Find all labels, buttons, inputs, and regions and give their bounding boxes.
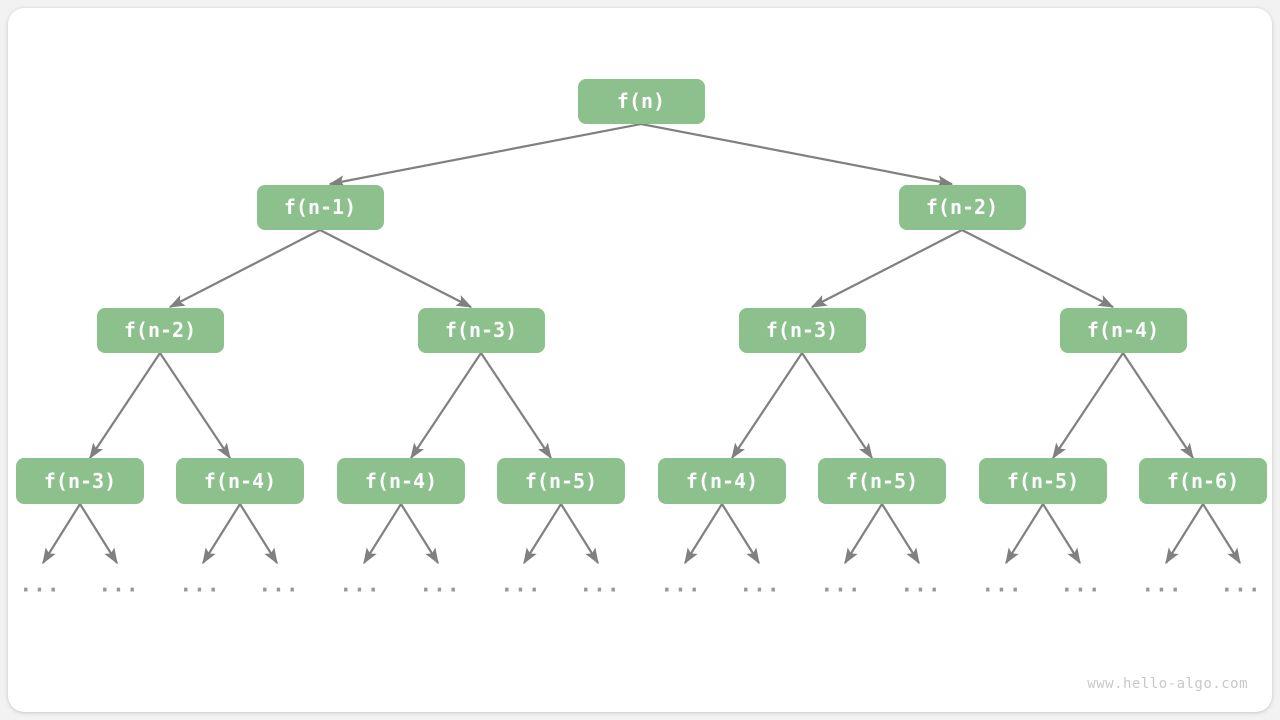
ellipsis-E4: ... [258,572,300,597]
ellipsis-E16: ... [1220,572,1262,597]
tree-node-L4N4[interactable]: f(n-5) [497,458,625,504]
tree-node-L4N6[interactable]: f(n-5) [818,458,946,504]
tree-node-label: f(n-3) [765,318,839,342]
ellipsis-E6: ... [419,572,461,597]
tree-node-L1N1[interactable]: f(n) [577,78,705,124]
ellipsis-E7: ... [500,572,542,597]
tree-node-label: f(n-1) [283,195,357,219]
ellipsis-E13: ... [981,572,1023,597]
tree-node-L4N1[interactable]: f(n-3) [16,458,144,504]
ellipsis-E15: ... [1141,572,1183,597]
ellipsis-E1: ... [19,572,61,597]
tree-node-label: f(n-3) [444,318,518,342]
watermark: www.hello-algo.com [1087,676,1248,692]
tree-node-label: f(n-5) [845,469,919,493]
ellipsis-E2: ... [98,572,140,597]
ellipsis-E10: ... [739,572,781,597]
ellipsis-E11: ... [820,572,862,597]
tree-node-L4N5[interactable]: f(n-4) [658,458,786,504]
tree-node-L4N2[interactable]: f(n-4) [176,458,304,504]
tree-node-label: f(n-4) [1086,318,1160,342]
ellipsis-E3: ... [179,572,221,597]
tree-node-label: f(n-3) [43,469,117,493]
tree-node-label: f(n-6) [1166,469,1240,493]
tree-node-label: f(n-2) [123,318,197,342]
tree-node-L3N1[interactable]: f(n-2) [96,307,224,353]
ellipsis-E8: ... [579,572,621,597]
tree-node-label: f(n-2) [925,195,999,219]
tree-node-L4N3[interactable]: f(n-4) [337,458,465,504]
tree-node-L4N7[interactable]: f(n-5) [979,458,1107,504]
tree-node-label: f(n-5) [1006,469,1080,493]
ellipsis-E14: ... [1060,572,1102,597]
tree-node-label: f(n-4) [364,469,438,493]
tree-node-L3N2[interactable]: f(n-3) [417,307,545,353]
tree-node-label: f(n-4) [203,469,277,493]
ellipsis-E5: ... [339,572,381,597]
tree-node-L3N3[interactable]: f(n-3) [738,307,866,353]
tree-node-L2N2[interactable]: f(n-2) [898,184,1026,230]
ellipsis-E12: ... [900,572,942,597]
tree-node-label: f(n-4) [685,469,759,493]
ellipsis-E9: ... [660,572,702,597]
tree-node-L2N1[interactable]: f(n-1) [256,184,384,230]
tree-node-label: f(n-5) [524,469,598,493]
tree-node-L3N4[interactable]: f(n-4) [1059,307,1187,353]
tree-node-label: f(n) [616,89,666,113]
tree-node-L4N8[interactable]: f(n-6) [1139,458,1267,504]
